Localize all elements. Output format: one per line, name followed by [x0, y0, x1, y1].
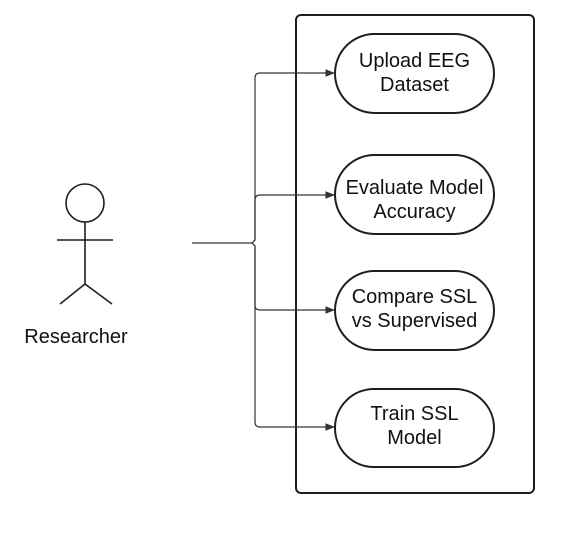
actor-label: Researcher [24, 326, 128, 348]
connector-to-train-ssl-model [251, 242, 335, 431]
use-case-label-line-1: Train SSL [370, 403, 458, 425]
system-boundary [295, 14, 535, 494]
use-case-shape [334, 270, 495, 351]
use-case-compare-ssl-vs-supervised: Compare SSL vs Supervised [334, 270, 495, 351]
use-case-label-line-2: vs Supervised [352, 310, 478, 332]
use-case-shape [334, 33, 495, 114]
connector-to-upload-eeg-dataset [251, 69, 335, 244]
use-case-shape [334, 388, 495, 468]
actor-figure [57, 183, 113, 305]
use-case-shape [334, 154, 495, 235]
use-case-label-line-1: Evaluate Model [346, 177, 484, 199]
actor-head [65, 183, 105, 223]
use-case-label-line-2: Dataset [380, 74, 449, 96]
svg-text:Model: Model [387, 427, 441, 449]
svg-text:Evaluate Model: Evaluate Model [346, 177, 484, 199]
use-case-label-line-1: Upload EEG [359, 50, 470, 72]
svg-text:vs Supervised: vs Supervised [352, 310, 478, 332]
svg-text:Train SSL: Train SSL [370, 403, 458, 425]
actor-left-leg [59, 283, 86, 305]
connectors [192, 69, 335, 431]
connector-to-evaluate-model-accuracy [251, 191, 335, 244]
use-case-label-line-1: Compare SSL [352, 286, 478, 308]
use-case-upload-eeg-dataset: Upload EEG Dataset [334, 33, 495, 114]
use-case-train-ssl-model: Train SSL Model [334, 388, 495, 468]
use-case-evaluate-model-accuracy: Evaluate Model Accuracy [334, 154, 495, 235]
use-case-label-line-2: Accuracy [373, 201, 455, 223]
svg-text:Accuracy: Accuracy [373, 201, 455, 223]
svg-text:Dataset: Dataset [380, 74, 449, 96]
svg-text:Upload EEG: Upload EEG [359, 50, 470, 72]
use-case-label-line-2: Model [387, 427, 441, 449]
actor-right-leg [84, 283, 113, 305]
svg-text:Compare SSL: Compare SSL [352, 286, 478, 308]
